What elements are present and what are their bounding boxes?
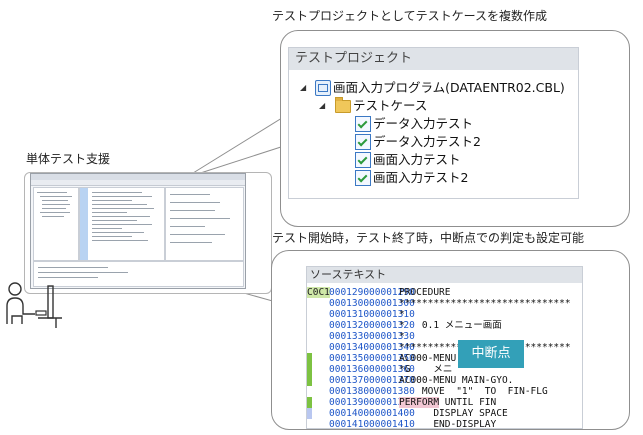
- line-number: 000132000001320: [329, 320, 415, 331]
- line-number: 000134000001340: [329, 342, 415, 353]
- source-line[interactable]: 000136000001360*G メニ: [307, 364, 582, 375]
- source-code-text: AC000-MENU MAIN-GYO.: [399, 375, 514, 386]
- source-code-text: PROCEDURE: [399, 287, 451, 298]
- tree-item-testcase[interactable]: 画面入力テスト: [355, 151, 555, 168]
- source-code-text: *: [399, 309, 405, 320]
- user-at-computer-icon: [6, 282, 62, 328]
- source-code-text: ******************************: [399, 298, 571, 309]
- folder-icon: [335, 97, 351, 113]
- source-code-text: END-DISPLAY: [399, 419, 497, 429]
- ide-thumbnail-bottom-panel: [33, 261, 244, 287]
- ide-thumbnail-properties: [165, 187, 244, 261]
- ide-thumbnail-tree: [33, 187, 79, 261]
- tree-item-program-label: 画面入力プログラム(DATAENTR02.CBL): [333, 80, 565, 95]
- source-line[interactable]: 000138000001380 MOVE "1" TO FIN-FLG: [307, 386, 582, 397]
- line-number: 000133000001330: [329, 331, 415, 342]
- tree-item-testcase-label: データ入力テスト: [373, 116, 474, 131]
- tree-item-testcase[interactable]: データ入力テスト2: [355, 133, 555, 150]
- line-number: 000135000001350: [329, 353, 415, 364]
- tree-item-testcase-label: データ入力テスト2: [373, 134, 481, 149]
- line-number: 000131000001310: [329, 309, 415, 320]
- tree-item-folder-label: テストケース: [353, 98, 428, 113]
- tree-item-testcase[interactable]: 画面入力テスト2: [355, 169, 555, 186]
- tree-item-testcase-folder[interactable]: テストケース: [335, 97, 535, 114]
- test-case-icon: [355, 170, 371, 186]
- line-number: 000141000001410: [329, 419, 415, 429]
- collapse-toggle-icon[interactable]: ◢: [319, 101, 326, 110]
- line-number: 000138000001380: [329, 386, 415, 397]
- test-project-panel: テストプロジェクト ◢ 画面入力プログラム(DATAENTR02.CBL) ◢ …: [288, 47, 579, 199]
- ide-thumbnail-menubar: [31, 174, 245, 180]
- line-number: 000136000001360: [329, 364, 415, 375]
- gutter-mark[interactable]: [307, 375, 312, 386]
- current-line-marker: C0C1: [307, 287, 330, 298]
- caption-bottom: テスト開始時，テスト終了時，中断点での判定も設定可能: [272, 231, 585, 245]
- ide-thumbnail: [30, 173, 246, 289]
- source-line[interactable]: 000140000001400 DISPLAY SPACE: [307, 408, 582, 419]
- gutter-mark[interactable]: [307, 364, 312, 375]
- tree-item-program[interactable]: 画面入力プログラム(DATAENTR02.CBL): [315, 79, 577, 96]
- line-number: 000130000001300: [329, 298, 415, 309]
- source-code-text: DISPLAY SPACE: [399, 408, 508, 419]
- source-line[interactable]: 000130000001300*************************…: [307, 298, 582, 309]
- gutter-mark[interactable]: [307, 408, 312, 419]
- source-line[interactable]: 000141000001410 END-DISPLAY: [307, 419, 582, 429]
- breakpoint-label: 中断点: [458, 340, 524, 368]
- source-code-text: * 0.1 メニュー画面: [399, 320, 502, 331]
- source-code-text: *G メニ: [399, 364, 453, 375]
- line-number: 000137000001370: [329, 375, 415, 386]
- source-line[interactable]: 000132000001320* 0.1 メニュー画面: [307, 320, 582, 331]
- source-code-text: MOVE "1" TO FIN-FLG: [399, 386, 548, 397]
- caption-overview: 単体テスト支援: [26, 152, 111, 166]
- test-case-icon: [355, 134, 371, 150]
- tree-item-testcase[interactable]: データ入力テスト: [355, 115, 555, 132]
- program-icon: [315, 80, 331, 96]
- source-code-text: PERFORM UNTIL FIN: [399, 397, 497, 408]
- source-line[interactable]: 000134000001340*************************…: [307, 342, 582, 353]
- line-number: 000139000001390: [329, 397, 415, 408]
- line-number: 000129000001290: [329, 287, 415, 298]
- source-line[interactable]: 000131000001310*: [307, 309, 582, 320]
- line-number: 000140000001400: [329, 408, 415, 419]
- collapse-toggle-icon[interactable]: ◢: [300, 83, 307, 92]
- source-code-text: *: [399, 331, 405, 342]
- test-case-icon: [355, 116, 371, 132]
- test-case-icon: [355, 152, 371, 168]
- source-code-text: AC000-MENU: [399, 353, 457, 364]
- source-text-header: ソーステキスト: [307, 267, 582, 283]
- test-project-header: テストプロジェクト: [289, 48, 578, 70]
- ide-thumbnail-editor: [79, 187, 165, 261]
- tree-item-testcase-label: 画面入力テスト: [373, 152, 461, 167]
- tree-item-testcase-label: 画面入力テスト2: [373, 170, 469, 185]
- source-line[interactable]: 000133000001330*: [307, 331, 582, 342]
- gutter-mark[interactable]: [307, 353, 312, 364]
- caption-top: テストプロジェクトとしてテストケースを複数作成: [272, 9, 548, 23]
- ide-thumbnail-toolbar: [31, 180, 245, 186]
- gutter-mark[interactable]: [307, 397, 312, 408]
